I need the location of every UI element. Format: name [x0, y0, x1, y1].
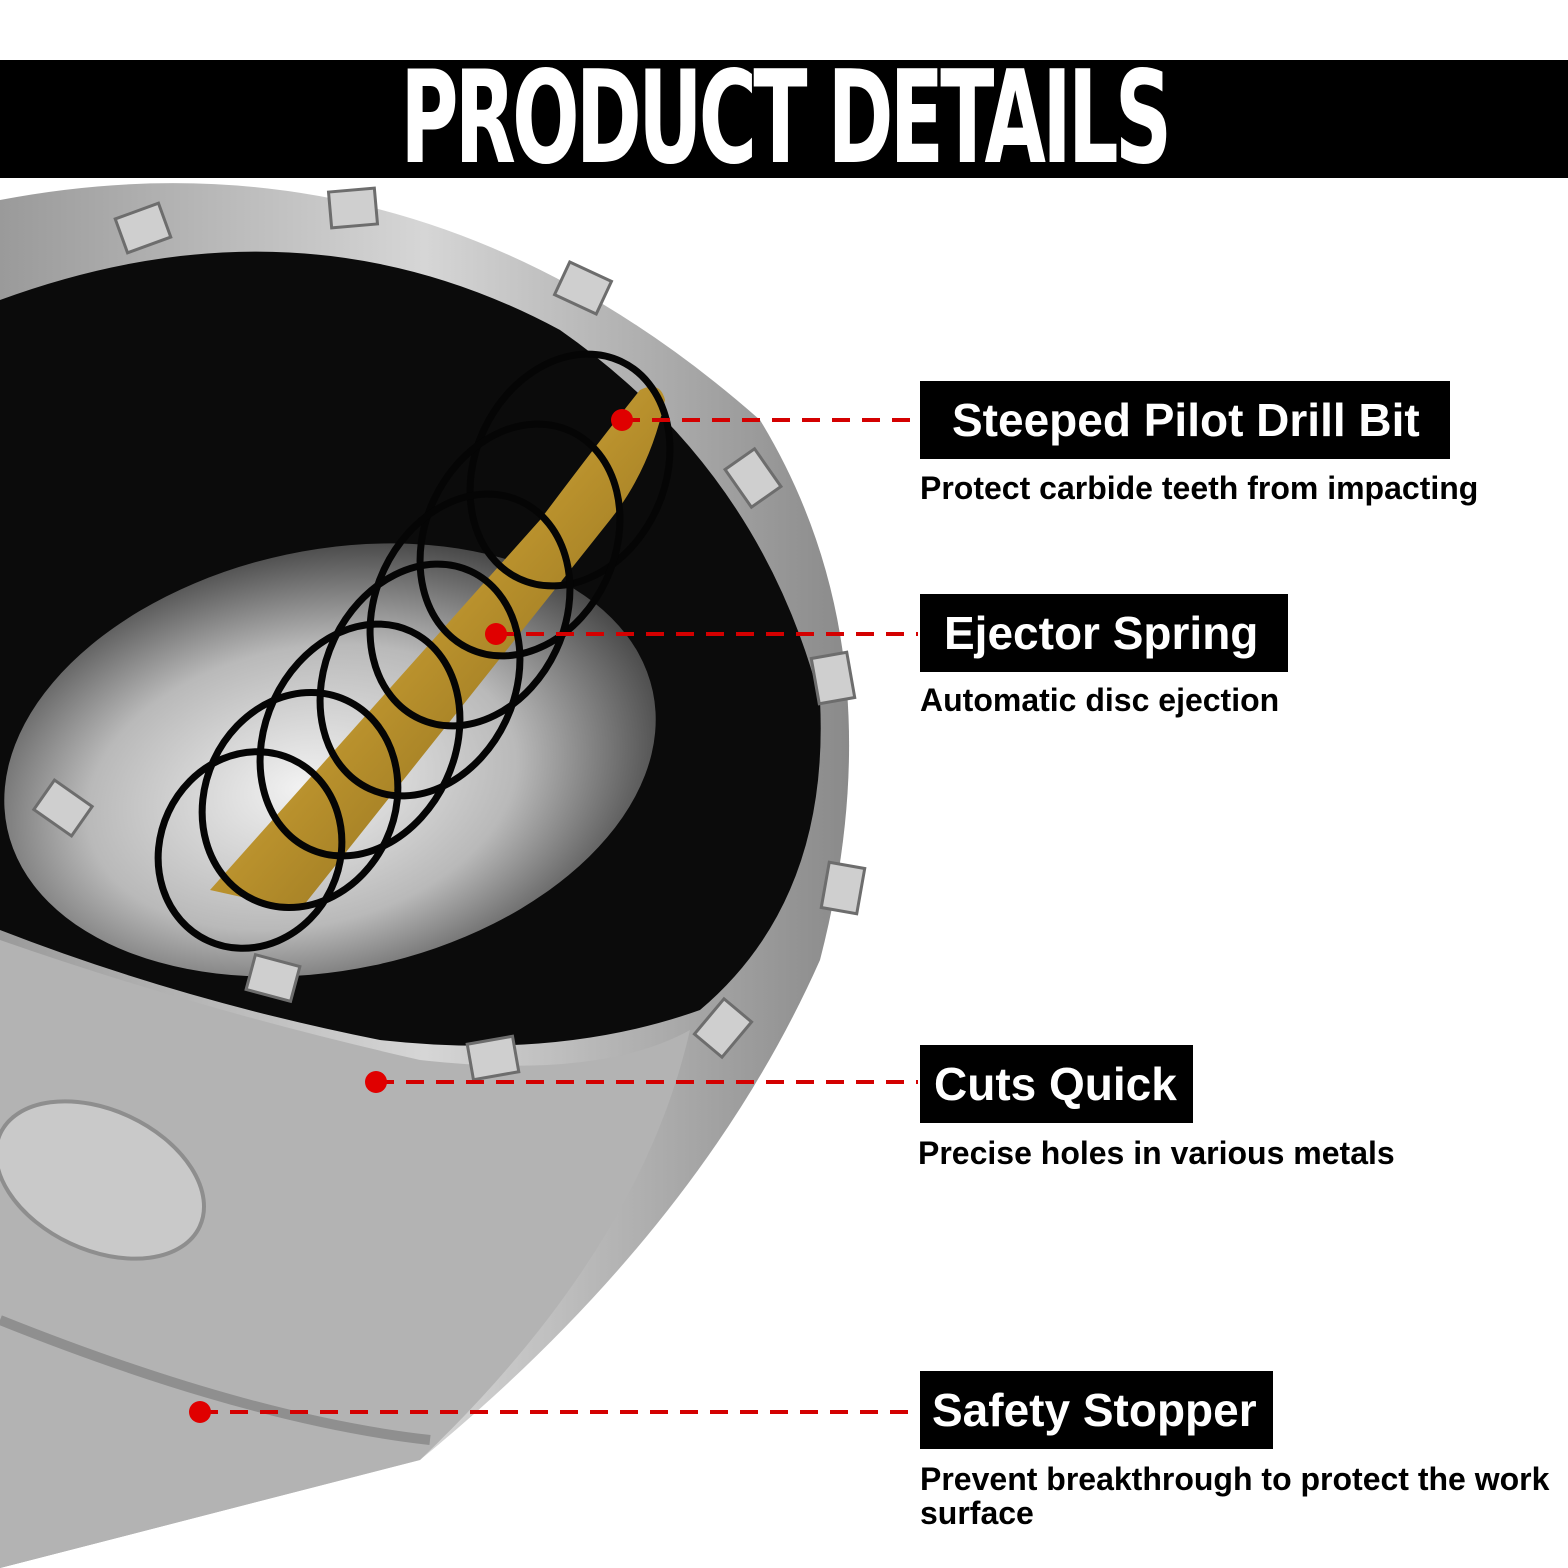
- feature-label-cuts: Cuts Quick: [920, 1045, 1193, 1123]
- safety-stopper: [0, 1099, 206, 1261]
- callout-dot-spring: [485, 623, 507, 645]
- callout-lines: [200, 418, 918, 1414]
- feature-desc-cuts: Precise holes in various metals: [918, 1135, 1395, 1171]
- feature-label-stopper: Safety Stopper: [920, 1371, 1273, 1449]
- callout-dot-cuts: [365, 1071, 387, 1093]
- feature-label-spring: Ejector Spring: [920, 594, 1289, 672]
- header-band: [0, 60, 1568, 178]
- callout-dot-drill-bit: [611, 409, 633, 431]
- carbide-teeth: [31, 186, 867, 1082]
- feature-desc-drill-bit: Protect carbide teeth from impacting: [920, 470, 1479, 506]
- page-title: PRODUCT DETAILS: [400, 44, 1172, 193]
- header-title-wrap: PRODUCT DETAILS: [0, 48, 1568, 190]
- callout-dot-stopper: [189, 1401, 211, 1423]
- feature-desc-stopper: Prevent breakthrough to protect the work…: [920, 1461, 1550, 1531]
- feature-desc-spring: Automatic disc ejection: [920, 682, 1280, 718]
- feature-label-drill-bit: Steeped Pilot Drill Bit: [920, 381, 1450, 459]
- ejector-spring: [154, 350, 674, 952]
- callout-dots: [189, 409, 633, 1423]
